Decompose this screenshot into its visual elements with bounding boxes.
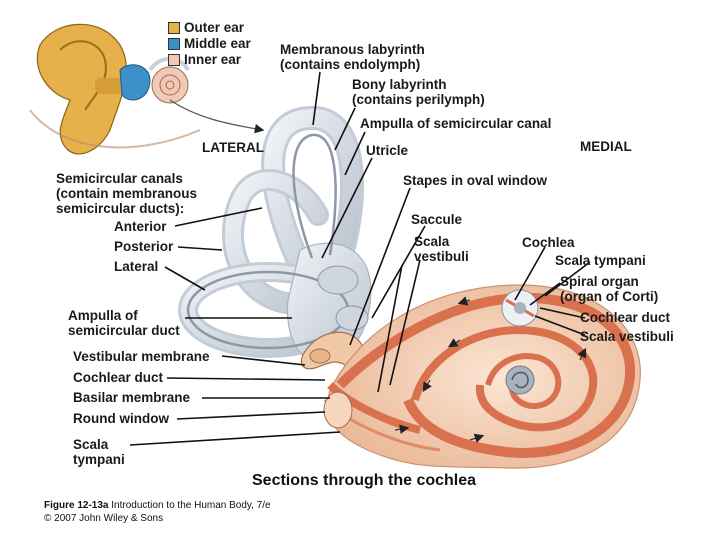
label-line: Spiral organ: [560, 274, 639, 289]
label-scala-tympani-left: Scala tympani: [73, 437, 125, 467]
legend-inner-ear: Inner ear: [168, 52, 241, 67]
legend-label: Inner ear: [184, 52, 242, 67]
label-line: Scala: [73, 437, 109, 452]
inner-ear-swatch: [168, 53, 180, 66]
lateral-arrow: [169, 99, 265, 134]
round-window: [323, 391, 353, 429]
label-scala-vestibuli-right: Scala vestibuli: [580, 329, 674, 344]
label-utricle: Utricle: [366, 143, 409, 158]
label-line: Ampulla of: [68, 308, 138, 323]
label-line: vestibuli: [414, 249, 469, 264]
label-line: (contain membranous: [56, 186, 198, 201]
label-line: (contains perilymph): [352, 92, 485, 107]
label-line: Scala: [414, 234, 450, 249]
label-round-window: Round window: [73, 411, 169, 426]
label-cochlea: Cochlea: [522, 235, 575, 250]
copyright: © 2007 John Wiley & Sons: [44, 513, 164, 524]
legend-label: Middle ear: [184, 36, 251, 51]
section-title: Sections through the cochlea: [252, 472, 477, 489]
label-line: Semicircular canals: [56, 171, 183, 186]
legend-label: Outer ear: [184, 20, 245, 35]
label-bony-labyrinth: Bony labyrinth (contains perilymph): [352, 77, 485, 107]
label-anterior: Anterior: [114, 219, 167, 234]
label-cochlear-duct-right: Cochlear duct: [580, 310, 671, 325]
label-line: tympani: [73, 452, 125, 467]
label-spiral-organ: Spiral organ (organ of Corti): [560, 274, 658, 304]
middle-ear-swatch: [168, 37, 180, 50]
label-line: Bony labyrinth: [352, 77, 447, 92]
legend-outer-ear: Outer ear: [168, 20, 244, 35]
label-vestibular-membrane: Vestibular membrane: [73, 349, 210, 364]
label-ampulla-duct: Ampulla of semicircular duct: [68, 308, 180, 338]
legend-middle-ear: Middle ear: [168, 36, 251, 51]
label-line: semicircular duct: [68, 323, 180, 338]
label-cochlear-duct-left: Cochlear duct: [73, 370, 164, 385]
label-stapes: Stapes in oval window: [403, 173, 548, 188]
stapes: [300, 331, 365, 370]
label-line: semicircular ducts):: [56, 201, 185, 216]
label-line: (organ of Corti): [560, 289, 659, 304]
figure-credit: Figure 12-13a Introduction to the Human …: [44, 500, 271, 511]
book-title: Introduction to the Human Body, 7/e: [111, 500, 271, 511]
leader-lines: [129, 71, 591, 446]
label-line: Membranous labyrinth: [280, 42, 425, 57]
label-ampulla-canal: Ampulla of semicircular canal: [360, 116, 552, 131]
label-posterior: Posterior: [114, 239, 174, 254]
label-semicircular-canals: Semicircular canals (contain membranous …: [56, 171, 197, 216]
label-basilar-membrane: Basilar membrane: [73, 390, 191, 405]
label-lateral: LATERAL: [202, 140, 264, 155]
label-saccule: Saccule: [411, 212, 463, 227]
label-line: (contains endolymph): [280, 57, 421, 72]
label-medial: MEDIAL: [580, 139, 632, 154]
label-scala-vestibuli-left: Scala vestibuli: [414, 234, 469, 264]
label-lateral-canal: Lateral: [114, 259, 159, 274]
semicircular-canals: [178, 106, 372, 363]
label-membranous-labyrinth: Membranous labyrinth (contains endolymph…: [280, 42, 425, 72]
figure-number: Figure 12-13a: [44, 500, 109, 511]
outer-ear-swatch: [168, 21, 180, 34]
label-scala-tympani-right: Scala tympani: [555, 253, 646, 268]
